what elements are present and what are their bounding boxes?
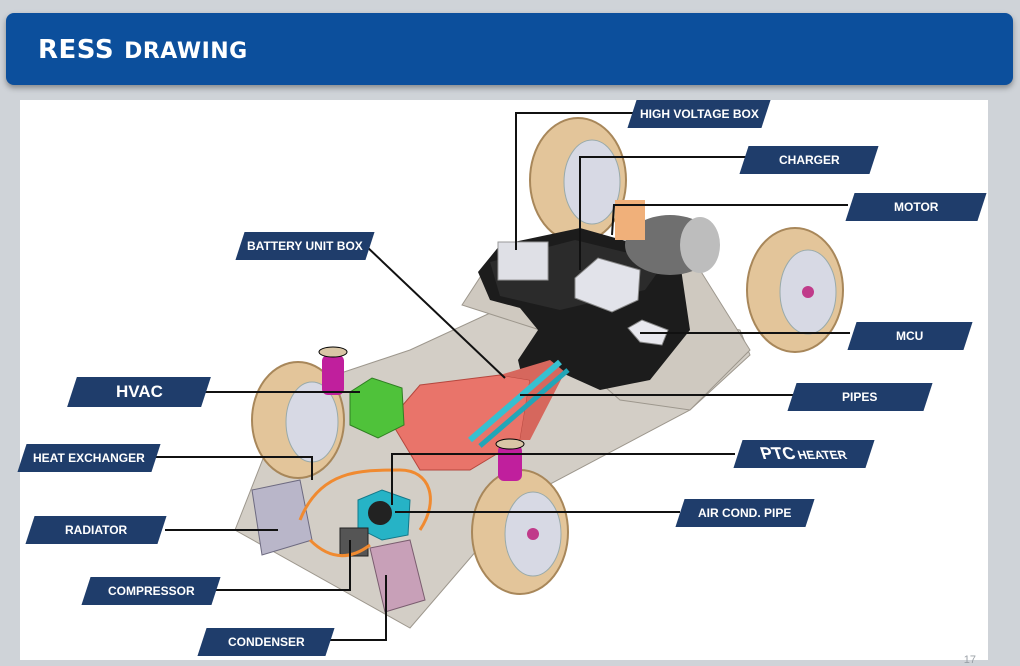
label-ptc-heater: PTC HEATER (733, 440, 875, 468)
label-battery-unit-box: BATTERY UNIT BOX (235, 232, 375, 260)
hvac-part (349, 377, 405, 439)
label-high-voltage-box: HIGH VOLTAGE BOX (627, 100, 771, 128)
label-motor: MOTOR (845, 193, 987, 221)
compressor-part (339, 527, 369, 557)
tire-rear-left (529, 117, 627, 243)
label-condenser: CONDENSER (197, 628, 335, 656)
tire-rear-right (746, 227, 844, 353)
condenser-part (369, 539, 426, 613)
label-hvac: HVAC (67, 377, 211, 407)
label-radiator: RADIATOR (25, 516, 167, 544)
spring-front-right (495, 438, 525, 481)
header-bar: RESS DRAWING (6, 13, 1013, 85)
leader-lines (155, 112, 850, 641)
pipe-b (478, 368, 570, 448)
title-ress: RESS (38, 35, 115, 65)
label-compressor: COMPRESSOR (81, 577, 221, 605)
charger-part (574, 257, 641, 313)
heater-word: HEATER (796, 448, 850, 462)
page-number: 17 (963, 654, 976, 666)
label-heat-exchanger: HEAT EXCHANGER (17, 444, 161, 472)
tire-front-right (471, 469, 569, 595)
title-drawing: DRAWING (124, 39, 248, 64)
label-mcu: MCU (847, 322, 973, 350)
coolant-line (298, 468, 432, 531)
label-charger: CHARGER (739, 146, 879, 174)
ptc-word: PTC (757, 444, 799, 463)
label-pipes: PIPES (787, 383, 933, 411)
pipe-a (468, 359, 562, 443)
motor-part (615, 200, 720, 275)
page-title: RESS DRAWING (38, 35, 248, 65)
high-voltage-box-part (497, 241, 549, 281)
spring-front-left (318, 346, 348, 395)
label-air-cond-pipe: AIR COND. PIPE (675, 499, 815, 527)
